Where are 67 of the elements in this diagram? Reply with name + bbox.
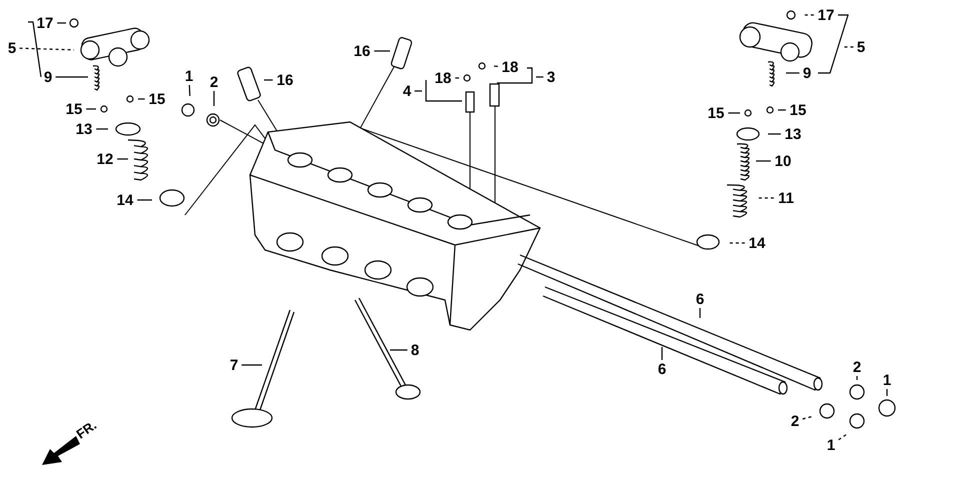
leader-line — [414, 90, 422, 92]
callout-number: 16 — [354, 44, 370, 58]
callout-number: 15 — [790, 102, 806, 118]
leader-line — [802, 415, 814, 420]
leader-line — [756, 160, 771, 162]
callout-number: 18 — [434, 70, 452, 86]
leader-line — [57, 22, 66, 24]
leader-line — [838, 434, 848, 440]
callout-number: 2 — [210, 74, 218, 90]
leader-line — [756, 197, 774, 199]
callout-number: 18 — [502, 60, 518, 74]
leader-line — [729, 242, 745, 244]
callout-number: 2 — [852, 360, 862, 374]
callout-number: 14 — [748, 236, 766, 250]
callout-number: 17 — [36, 16, 54, 30]
leader-line — [536, 76, 544, 78]
callout-number: 3 — [546, 70, 556, 84]
front-direction-label: FR. — [72, 416, 100, 444]
callout-number: 12 — [96, 152, 114, 166]
callout-number: 16 — [276, 72, 294, 88]
leader-line — [137, 199, 152, 201]
callout-number: 2 — [790, 414, 800, 428]
leader-line — [20, 48, 74, 50]
leader-line — [728, 112, 740, 114]
callout-number: 15 — [148, 92, 166, 106]
leader-line — [96, 128, 108, 130]
leader-line — [188, 84, 190, 96]
leader-line — [856, 376, 858, 380]
leader-line — [138, 98, 145, 100]
callout-number: 8 — [410, 342, 420, 358]
leader-line — [242, 364, 262, 366]
leader-line — [86, 108, 96, 110]
callout-number: 13 — [784, 126, 802, 142]
callout-number: 1 — [826, 438, 836, 452]
callout-number: 1 — [184, 68, 194, 84]
callout-number: 17 — [818, 8, 834, 22]
callout-number: 4 — [402, 84, 412, 98]
callout-number: 13 — [76, 122, 92, 136]
callout-number: 15 — [66, 102, 82, 116]
leader-line — [374, 50, 390, 52]
leader-line — [56, 76, 88, 78]
callout-number: 5 — [856, 40, 866, 54]
callout-number: 14 — [116, 192, 134, 208]
leader-line — [390, 349, 408, 351]
leader-line — [455, 77, 459, 79]
callout-number: 1 — [882, 372, 892, 388]
leader-line — [264, 79, 273, 81]
callout-number: 9 — [802, 66, 812, 80]
callout-number: 15 — [708, 106, 724, 120]
leader-line — [494, 66, 498, 67]
leader-line — [778, 109, 786, 111]
callout-number: 7 — [230, 358, 238, 372]
leader-line — [804, 14, 814, 16]
leader-line — [699, 308, 701, 318]
leader-line — [886, 389, 888, 396]
callout-number: 11 — [778, 190, 794, 206]
leader-line — [844, 46, 854, 48]
leader-line — [786, 72, 800, 74]
callout-number: 6 — [696, 292, 704, 306]
callout-number: 5 — [8, 40, 16, 56]
leader-line — [768, 133, 781, 135]
leader-line — [117, 158, 128, 160]
callout-number: 9 — [44, 70, 52, 84]
callout-number: 10 — [774, 154, 792, 168]
leader-line — [213, 91, 215, 106]
callout-number: 6 — [658, 362, 666, 376]
leader-line — [661, 347, 663, 360]
